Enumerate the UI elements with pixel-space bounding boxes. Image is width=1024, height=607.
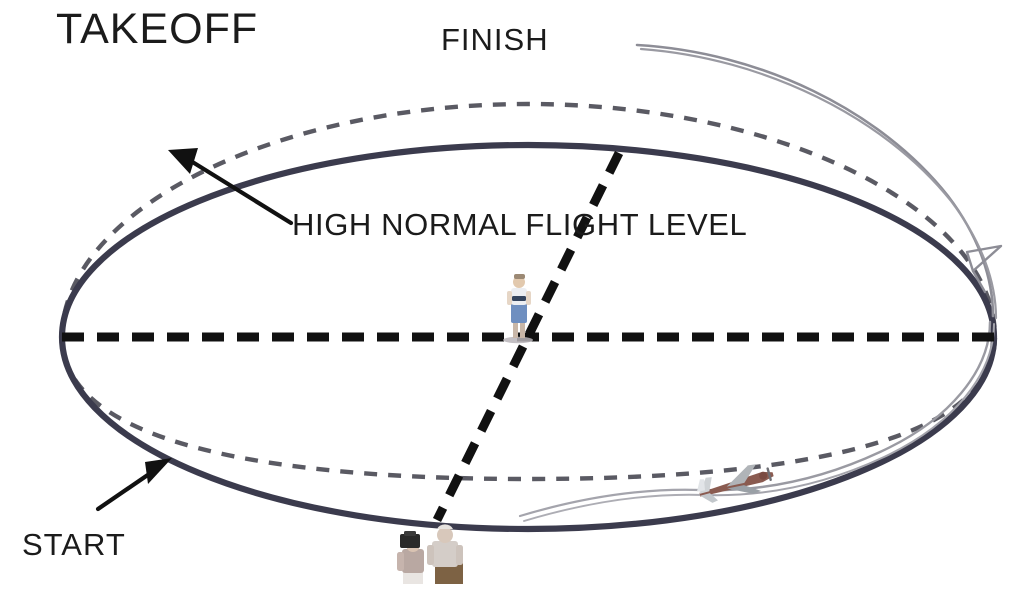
label-high-normal-flight-level: HIGH NORMAL FLIGHT LEVEL bbox=[292, 207, 748, 242]
start-leader-arrow bbox=[95, 458, 172, 512]
label-finish: FINISH bbox=[441, 22, 549, 57]
label-start: START bbox=[22, 527, 126, 562]
judge-figure-right bbox=[427, 524, 463, 584]
judges-figures bbox=[397, 524, 463, 584]
centerline-diagonal bbox=[432, 151, 624, 522]
model-aircraft bbox=[696, 464, 774, 503]
judge-figure-left bbox=[397, 531, 424, 584]
takeoff-trajectory-curve bbox=[518, 43, 1003, 522]
pilot-figure bbox=[503, 274, 533, 344]
high-normal-flight-level-leader-arrow bbox=[168, 148, 294, 226]
label-takeoff: TAKEOFF bbox=[56, 5, 259, 53]
